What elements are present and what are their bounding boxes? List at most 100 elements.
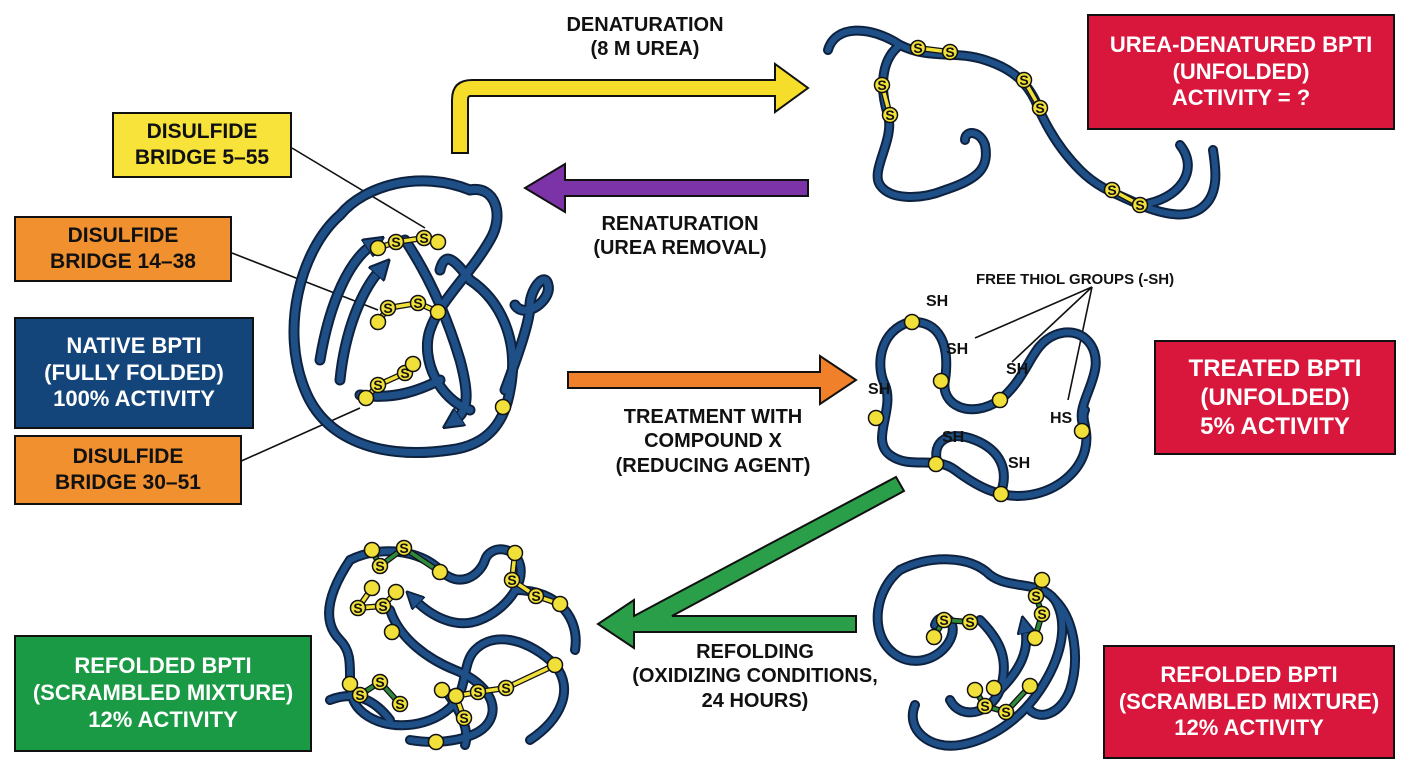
right-green-1-atom2-letter: S: [965, 614, 974, 630]
urea-ss-3-atom0: S: [873, 76, 891, 94]
urea-ss-1-atom1: S: [941, 43, 959, 61]
thiol-cys-5-circle: [927, 455, 945, 473]
left-yellow-2-atom3-circle: [387, 583, 405, 601]
bridge-5-55-line1: DISULFIDE: [146, 120, 258, 144]
urea-ss-2-atom1-circle: [1031, 99, 1049, 117]
thiol-cys-2-circle: [991, 391, 1009, 409]
left-yellow-2-atom0: [363, 579, 381, 597]
left-yellow-3-atom0-circle: [433, 681, 451, 699]
denaturation-line2: (8 M UREA): [590, 38, 700, 61]
right-green-2-atom1: S: [1027, 587, 1045, 605]
urea-ss-2-atom0-letter: S: [1019, 72, 1028, 88]
right-green-2-atom2-letter: S: [1037, 606, 1046, 622]
left-yellow-1-atom2-letter: S: [531, 588, 540, 604]
native-bridge-14-38-atom1: S: [379, 299, 397, 317]
right-green-2-atom1-letter: S: [1031, 588, 1040, 604]
right-green-3-atom1-circle: [976, 697, 994, 715]
bridge-30-51-line1: DISULFIDE: [72, 445, 184, 469]
left-yellow-1-atom1: S: [503, 571, 521, 589]
left-yellow-3-atom2-circle: [469, 683, 487, 701]
left-yellow-1-atom2: S: [527, 587, 545, 605]
left-yellow-3-atom4: [546, 656, 564, 674]
thiol-cys-6: [992, 485, 1010, 503]
right-green-2-atom2-circle: [1033, 605, 1051, 623]
native-bridge-5-55-atom3-circle: [429, 233, 447, 251]
label-refolded-right: REFOLDED BPTI (SCRAMBLED MIXTURE) 12% AC…: [1103, 645, 1395, 759]
left-yellow-2-atom3: [387, 583, 405, 601]
right-green-3-atom1: S: [976, 697, 994, 715]
native-bridge-30-51-atom0-circle: [357, 389, 375, 407]
left-yellow-3-atom2: S: [469, 683, 487, 701]
left-green-2-atom3-letter: S: [395, 696, 404, 712]
native-cys-dot: [494, 398, 512, 416]
thiol-cys-4: [1073, 422, 1091, 440]
right-green-2-atom3: [1026, 629, 1044, 647]
left-green-2-atom2-circle: [371, 673, 389, 691]
right-green-3-atom0-circle: [966, 681, 984, 699]
refolded-left-line2: (SCRAMBLED MIXTURE): [32, 680, 294, 706]
urea-ss-4-atom1-circle: [1131, 196, 1149, 214]
thiol-label-2: SH: [1006, 361, 1028, 378]
thiol-cys-1: [932, 372, 950, 390]
urea-ss-3-atom1-circle: [881, 106, 899, 124]
renaturation-arrow: [523, 162, 809, 214]
left-green-1-atom2-circle: [395, 539, 413, 557]
refolding-line3: 24 HOURS): [701, 689, 809, 712]
denaturation-arrow: [451, 62, 810, 154]
refolded-right-line2: (SCRAMBLED MIXTURE): [1118, 688, 1380, 714]
native-bridge-14-38-atom2-letter: S: [413, 295, 422, 311]
urea-ss-2-atom0: S: [1015, 71, 1033, 89]
left-yellow-4-atom1-letter: S: [459, 710, 468, 726]
native-bpti-structure: [288, 175, 554, 458]
left-yellow-2-atom2-letter: S: [378, 598, 387, 614]
right-green-1-atom1-circle: [935, 611, 953, 629]
thiol-label-4: HS: [1050, 410, 1073, 427]
right-green-2-atom0-circle: [1033, 571, 1051, 589]
treated-line3: 5% ACTIVITY: [1200, 413, 1350, 441]
left-green-1-atom1: S: [371, 557, 389, 575]
left-green-2-atom1-letter: S: [355, 687, 364, 703]
refolded-left-line1: REFOLDED BPTI: [74, 653, 252, 679]
urea-ss-4-atom0-letter: S: [1107, 182, 1116, 198]
urea-ss-3-atom0-circle: [873, 76, 891, 94]
right-cys-a: [985, 679, 1003, 697]
refolded-right-line3: 12% ACTIVITY: [1174, 715, 1324, 741]
native-bridge-5-55-atom1-circle: [387, 233, 405, 251]
left-yellow-1-atom0-circle: [506, 544, 524, 562]
native-bridge-14-38-atom2: S: [409, 294, 427, 312]
urea-ss-1-atom1-letter: S: [945, 44, 954, 60]
bridge-5-55-line2: BRIDGE 5–55: [134, 146, 270, 169]
bridge-14-38-line2: BRIDGE 14–38: [50, 250, 196, 273]
native-bridge-5-55-atom1-letter: S: [391, 234, 400, 250]
native-line2: (FULLY FOLDED): [44, 359, 224, 385]
thiol-label-3: SH: [868, 381, 890, 398]
left-yellow-4-atom1: S: [455, 709, 473, 727]
urea-ss-4-atom0: S: [1103, 181, 1121, 199]
native-bridge-30-51-atom1-letter: S: [373, 377, 382, 393]
right-green-3-atom2-circle: [997, 703, 1015, 721]
urea-ss-3-atom0-letter: S: [877, 77, 886, 93]
native-bridge-5-55-atom3: [429, 233, 447, 251]
thiol-cys-6-circle: [992, 485, 1010, 503]
native-bridge-30-51-atom1-circle: [369, 376, 387, 394]
thiol-cys-0-circle: [903, 313, 921, 331]
native-bridge-14-38-atom0: [369, 313, 387, 331]
left-yellow-3-seg3-core: [504, 663, 557, 690]
thiol-cys-4-circle: [1073, 422, 1091, 440]
left-yellow-4-atom0: [447, 687, 465, 705]
step-denaturation: DENATURATION (8 M UREA): [540, 13, 750, 62]
right-green-1-atom0: [925, 628, 943, 646]
right-green-1-atom2-circle: [961, 613, 979, 631]
native-bridge-30-51-atom2-letter: S: [400, 365, 409, 381]
refolded-left-structure: [324, 544, 581, 750]
right-green-3-atom0: [966, 681, 984, 699]
left-cys-a: [383, 623, 401, 641]
native-bridge-14-38-atom0-circle: [369, 313, 387, 331]
left-yellow-4-atom0-circle: [447, 687, 465, 705]
leader-lines: [227, 147, 1093, 468]
native-bridge-14-38-atom3-circle: [429, 303, 447, 321]
urea-line1: UREA-DENATURED BPTI: [1109, 31, 1373, 57]
left-green-1-atom3-circle: [431, 563, 449, 581]
right-green-1-atom2: S: [961, 613, 979, 631]
